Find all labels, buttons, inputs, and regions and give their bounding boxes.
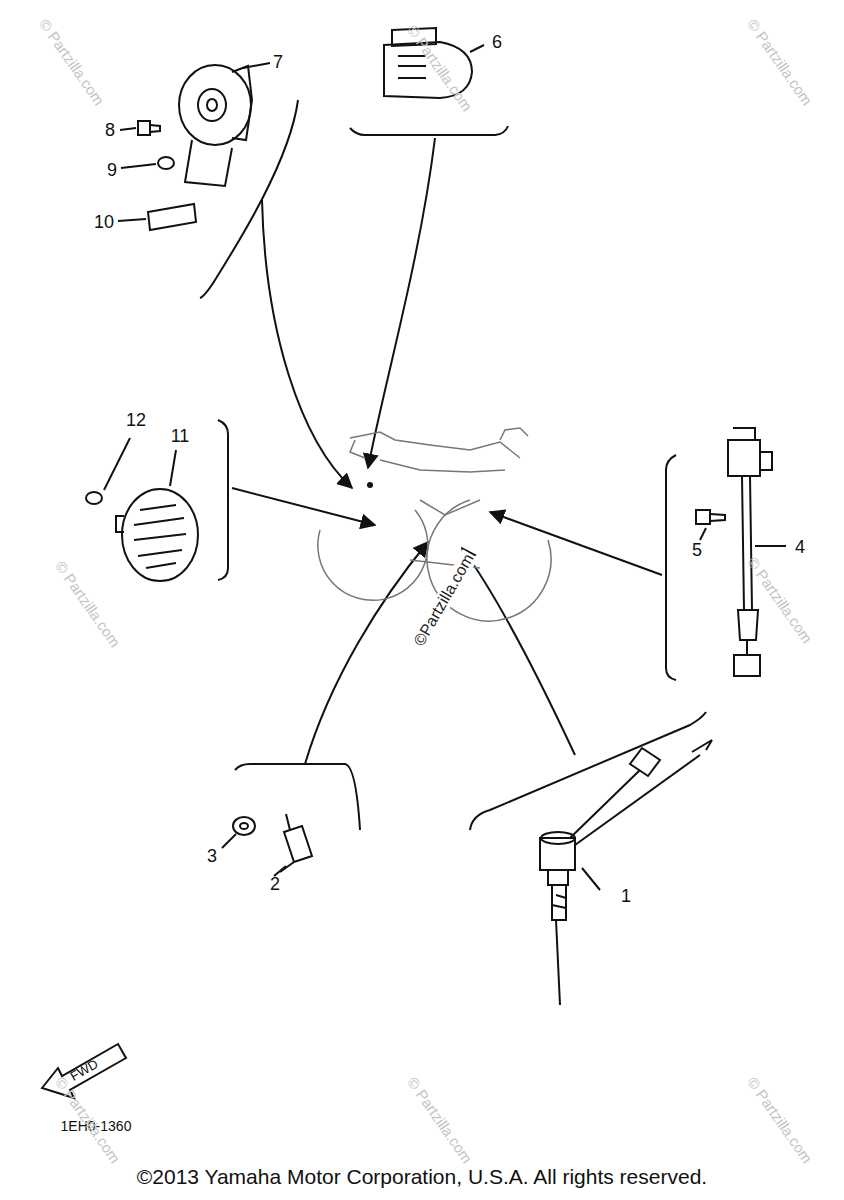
callout-number: 2 xyxy=(270,875,280,893)
direction-label: FWD xyxy=(68,1057,100,1083)
callout-number: 9 xyxy=(107,161,117,179)
callout-number: 3 xyxy=(207,847,217,865)
callout-number: 11 xyxy=(171,427,190,445)
watermark: © Partzilla.com xyxy=(745,16,815,107)
watermark: © Partzilla.com xyxy=(405,1074,475,1165)
callout-number: 10 xyxy=(94,213,114,231)
callout-number: 6 xyxy=(492,33,502,51)
callout-number: 1 xyxy=(621,887,631,905)
copyright-caption: ©2013 Yamaha Motor Corporation, U.S.A. A… xyxy=(137,1166,707,1187)
callout-number: 5 xyxy=(692,541,702,559)
callout-number: 7 xyxy=(273,53,283,71)
watermark: © Partzilla.com xyxy=(405,22,475,113)
watermark: © Partzilla.com xyxy=(53,558,123,649)
watermark: © Partzilla.com xyxy=(745,1074,815,1165)
callout-number: 8 xyxy=(105,121,115,139)
callout-number: 4 xyxy=(795,538,805,556)
watermark: © Partzilla.com xyxy=(37,16,107,107)
watermark: © Partzilla.com xyxy=(745,554,815,645)
callout-number: 12 xyxy=(126,411,146,429)
